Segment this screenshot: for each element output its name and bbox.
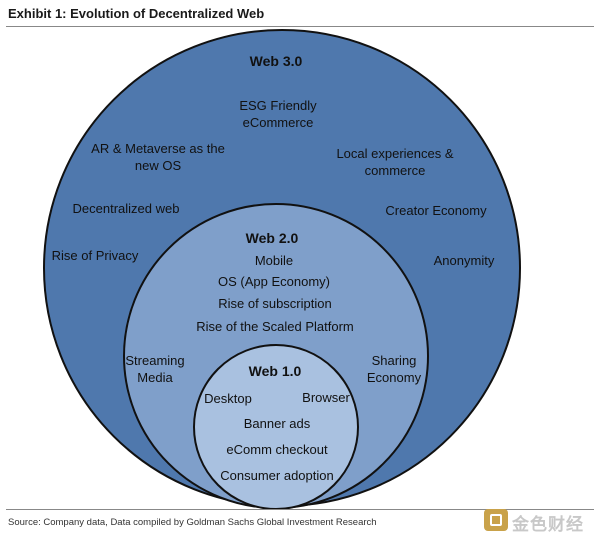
web3-ar-line1: AR & Metaverse as the	[91, 141, 225, 156]
web3-creator: Creator Economy	[385, 203, 487, 218]
web2-scaled: Rise of the Scaled Platform	[196, 319, 354, 334]
bottom-rule	[6, 509, 594, 510]
web1-banner: Banner ads	[244, 416, 311, 431]
watermark-text: 金色财经	[512, 515, 584, 534]
exhibit-title: Exhibit 1: Evolution of Decentralized We…	[8, 6, 265, 21]
web3-decentralized: Decentralized web	[73, 201, 180, 216]
web1-consumer: Consumer adoption	[220, 468, 333, 483]
web1-ecomm: eComm checkout	[226, 442, 328, 457]
web3-local-line1: Local experiences &	[336, 146, 453, 161]
top-rule	[6, 26, 594, 27]
web3-ar-line2: new OS	[135, 158, 182, 173]
web3-local-line2: commerce	[365, 163, 426, 178]
web3-esg-line2: eCommerce	[243, 115, 314, 130]
web3-privacy: Rise of Privacy	[52, 248, 139, 263]
watermark-logo-icon	[484, 509, 508, 531]
web2-streaming-line2: Media	[137, 370, 173, 385]
watermark: 金色财经	[484, 507, 590, 534]
web1-desktop: Desktop	[204, 391, 252, 406]
web2-sharing-line1: Sharing	[372, 353, 417, 368]
web2-subscription: Rise of subscription	[218, 296, 331, 311]
web2-sharing-line2: Economy	[367, 370, 422, 385]
web2-heading: Web 2.0	[246, 230, 299, 246]
web1-heading: Web 1.0	[249, 363, 302, 379]
source-note: Source: Company data, Data compiled by G…	[8, 517, 377, 528]
web3-heading: Web 3.0	[250, 53, 303, 69]
web2-mobile: Mobile	[255, 253, 293, 268]
web3-anonymity: Anonymity	[434, 253, 495, 268]
web2-os: OS (App Economy)	[218, 274, 330, 289]
web1-browser: Browser	[302, 390, 350, 405]
web3-esg-line1: ESG Friendly	[239, 98, 317, 113]
web2-streaming-line1: Streaming	[125, 353, 184, 368]
